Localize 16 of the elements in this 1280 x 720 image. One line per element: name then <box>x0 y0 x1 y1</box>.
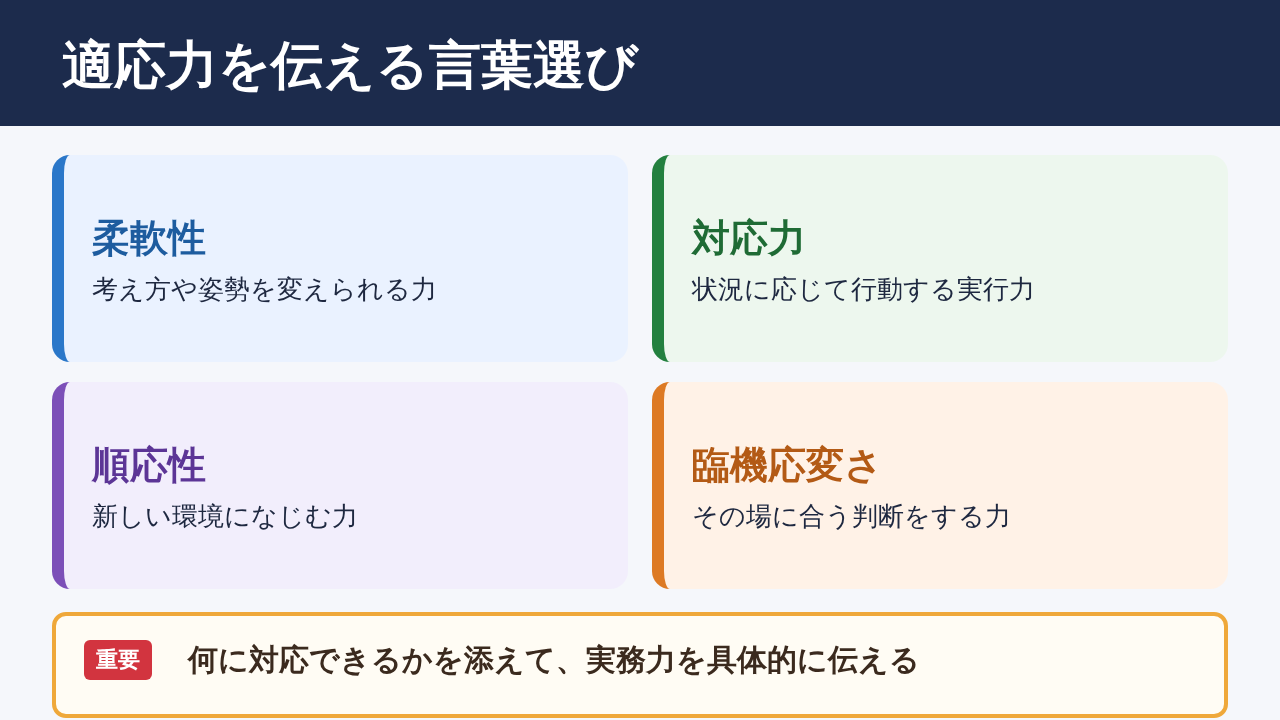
card-heading: 臨機応変さ <box>692 442 883 489</box>
term-card <box>52 155 628 362</box>
note-panel <box>52 612 1228 718</box>
card-heading: 柔軟性 <box>92 215 206 262</box>
slide-title: 適応力を伝える言葉選び <box>62 34 638 97</box>
term-card <box>52 382 628 589</box>
tag-badge: 重要 <box>84 640 152 680</box>
card-description: その場に合う判断をする力 <box>692 500 1011 533</box>
term-card <box>652 382 1228 589</box>
term-card <box>652 155 1228 362</box>
card-description: 考え方や姿勢を変えられる力 <box>92 273 437 306</box>
card-heading: 対応力 <box>692 215 806 262</box>
card-description: 状況に応じて行動する実行力 <box>692 273 1035 306</box>
card-description: 新しい環境になじむ力 <box>92 500 358 533</box>
card-heading: 順応性 <box>92 442 206 489</box>
note-text: 何に対応できるかを添えて、実務力を具体的に伝える <box>188 641 920 679</box>
